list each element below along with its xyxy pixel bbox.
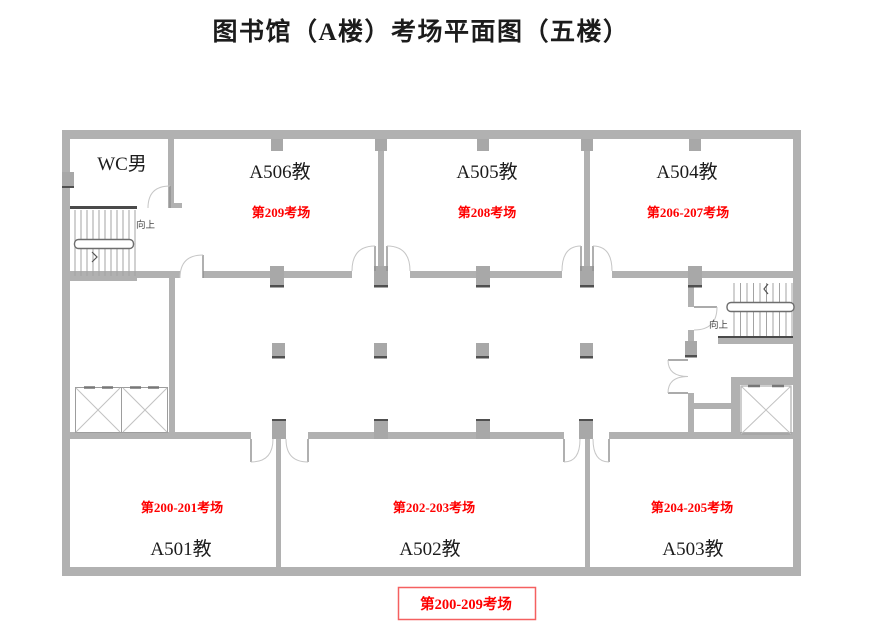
room-a503-name: A503教 [662, 538, 723, 560]
room-a502-exam: 第202-203考场 [393, 500, 475, 515]
floor-range-badge: 第200-209考场 [397, 586, 537, 621]
door-double-bottom-a501-a502 [250, 438, 309, 463]
elevator-left-pair [75, 386, 168, 433]
staircase-right [726, 283, 795, 336]
pillars [62, 139, 702, 439]
stairs-up-left-label: 向上 [136, 219, 156, 231]
wc-label: WC男 [97, 154, 147, 175]
room-a504-exam: 第206-207考场 [647, 205, 729, 220]
room-a504-name: A504教 [656, 161, 717, 183]
door-double-right-lobby [667, 359, 689, 394]
staircase-left [73, 210, 136, 276]
handrail [73, 238, 135, 250]
handrail [726, 301, 795, 313]
door-right-stair [693, 306, 718, 331]
stairs-up-right-label: 向上 [709, 319, 729, 331]
floor-range-badge-label: 第200-209考场 [420, 595, 512, 613]
room-a506-exam: 第209考场 [252, 205, 311, 220]
room-a502-name: A502教 [399, 538, 460, 560]
outer-walls [62, 130, 801, 576]
door-wc [147, 185, 171, 209]
elevator-right [731, 377, 797, 439]
stair-direction-arrow [763, 283, 769, 295]
room-a503-exam: 第204-205考场 [651, 500, 733, 515]
room-a501-name: A501教 [150, 538, 211, 560]
door-double-top-a506-a505 [351, 245, 411, 272]
room-a505-exam: 第208考场 [458, 205, 517, 220]
doors [147, 185, 718, 463]
door-double-bottom-a502-a503 [563, 438, 610, 463]
stair-direction-arrow [91, 251, 98, 263]
room-a506-name: A506教 [249, 161, 310, 183]
page-title: 图书馆（A楼）考场平面图（五楼） [212, 17, 629, 46]
door-double-top-a505-a504 [561, 245, 613, 272]
door-a506-left [179, 254, 204, 279]
room-a505-name: A505教 [456, 161, 517, 183]
room-a501-exam: 第200-201考场 [141, 500, 223, 515]
